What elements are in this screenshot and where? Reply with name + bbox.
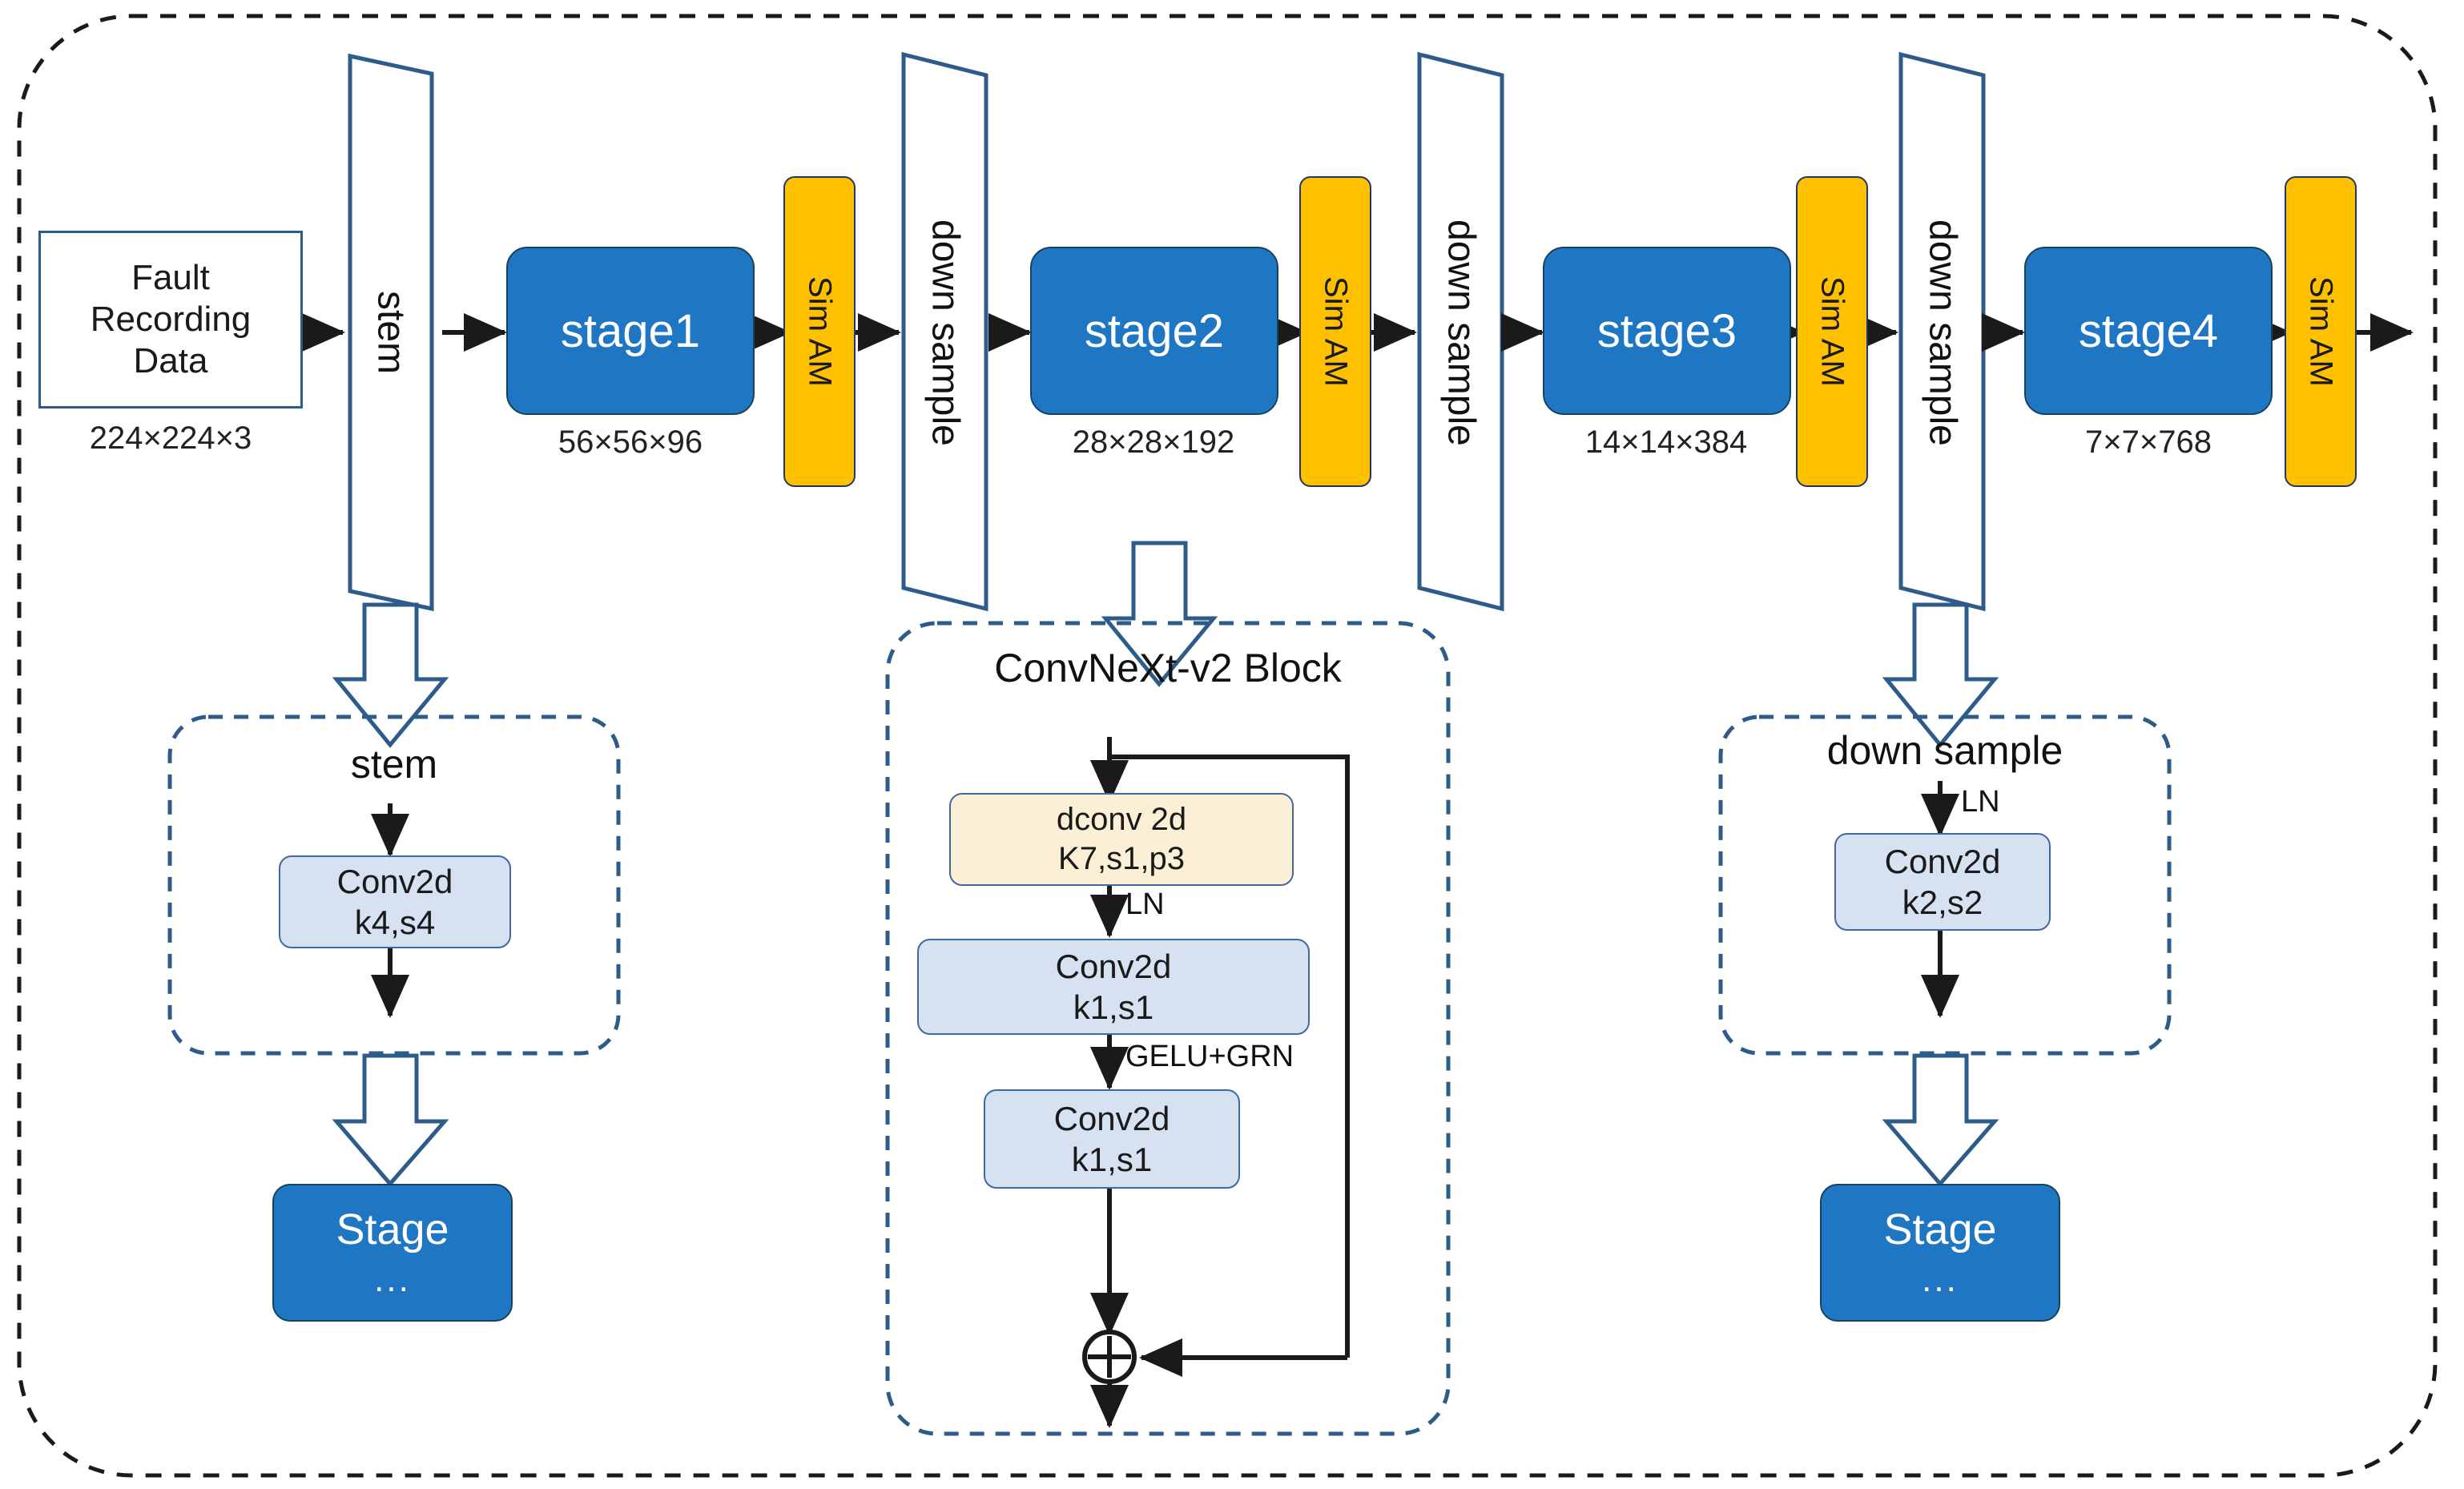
- simam-1-label: Sim AM: [802, 276, 838, 387]
- stem-output-stage-label: Stage: [336, 1205, 449, 1254]
- stem-conv2d-line-2: k4,s4: [354, 903, 436, 941]
- downsample-output-stage-label: Stage: [1883, 1205, 1997, 1254]
- stage1-dim-label: 56×56×96: [558, 425, 703, 460]
- simam-1-box: Sim AM: [783, 176, 856, 487]
- convnext-conv1-box: Conv2d k1,s1: [917, 939, 1310, 1035]
- downsample-conv2d-line-1: Conv2d: [1884, 842, 2001, 880]
- convnext-conv2-line-1: Conv2d: [1053, 1099, 1170, 1137]
- stage2-dim-label: 28×28×192: [1072, 425, 1235, 460]
- convnext-panel-title: ConvNeXt-v2 Block: [994, 646, 1342, 690]
- downsample-panel-title: down sample: [1826, 728, 2063, 773]
- cx-skip-path: [1109, 755, 1350, 1358]
- block-arrow-ds-to-stage: [1882, 1053, 1999, 1187]
- cx-add-node: [1082, 1330, 1137, 1384]
- stem-conv2d-line-1: Conv2d: [336, 862, 453, 900]
- stage1-box: stage1: [506, 247, 755, 415]
- convnext-dconv2d-line-1: dconv 2d: [1056, 802, 1187, 838]
- outer-dashed-frame: [17, 14, 2438, 1478]
- stem-label: stem: [369, 290, 413, 374]
- block-arrow-downsample: [1882, 602, 1999, 748]
- stem-output-stage-dots: ...: [374, 1260, 411, 1299]
- input-dim-label: 224×224×3: [89, 421, 252, 456]
- convnext-conv1-line-1: Conv2d: [1055, 947, 1172, 985]
- downsample-conv2d-box: Conv2d k2,s2: [1834, 833, 2051, 931]
- downsample-ln-label: LN: [1961, 785, 2000, 819]
- downsample-conv2d-line-2: k2,s2: [1902, 883, 1983, 921]
- simam-4-label: Sim AM: [2303, 276, 2339, 387]
- downsample-2-parallelogram: [1417, 51, 1504, 612]
- stage4-box: stage4: [2024, 247, 2273, 415]
- downsample-2-label: down sample: [1439, 219, 1483, 446]
- stem-panel-title: stem: [350, 742, 438, 787]
- downsample-output-stage-box: Stage ...: [1820, 1184, 2060, 1322]
- input-line-1: Fault: [131, 258, 210, 298]
- downsample-output-stage-dots: ...: [1922, 1260, 1959, 1299]
- downsample-panel-frame: [1718, 714, 2172, 1056]
- simam-3-label: Sim AM: [1814, 276, 1850, 387]
- downsample-1-label: down sample: [924, 219, 967, 446]
- stem-conv2d-box: Conv2d k4,s4: [279, 855, 511, 948]
- simam-2-box: Sim AM: [1299, 176, 1371, 487]
- stem-panel-frame: [167, 714, 621, 1056]
- convnext-panel-frame: [885, 621, 1451, 1436]
- simam-4-box: Sim AM: [2285, 176, 2357, 487]
- input-line-2: Recording: [90, 300, 252, 340]
- block-arrow-stem-to-stage: [332, 1053, 449, 1187]
- input-line-3: Data: [133, 340, 208, 380]
- convnext-conv2-box: Conv2d k1,s1: [984, 1089, 1240, 1189]
- downsample-3-label: down sample: [1921, 219, 1964, 446]
- stage2-box: stage2: [1030, 247, 1278, 415]
- convnext-dconv2d-line-2: K7,s1,p3: [1058, 841, 1185, 876]
- convnext-conv2-line-2: k1,s1: [1071, 1141, 1153, 1178]
- input-data-box: Fault Recording Data: [38, 231, 303, 408]
- convnext-ln-label: LN: [1125, 887, 1165, 921]
- stem-parallelogram: [348, 53, 434, 612]
- downsample-1-parallelogram: [901, 51, 988, 612]
- stage4-dim-label: 7×7×768: [2085, 425, 2212, 460]
- simam-3-box: Sim AM: [1796, 176, 1868, 487]
- convnext-conv1-line-2: k1,s1: [1073, 988, 1154, 1026]
- block-arrow-convnext: [1101, 541, 1218, 687]
- convnext-dconv2d-box: dconv 2d K7,s1,p3: [949, 793, 1294, 886]
- block-arrow-stem: [332, 602, 449, 748]
- stage3-dim-label: 14×14×384: [1584, 425, 1748, 460]
- stage3-box: stage3: [1543, 247, 1791, 415]
- convnext-activation-label: GELU+GRN: [1125, 1040, 1294, 1073]
- downsample-3-parallelogram: [1898, 51, 1986, 612]
- stem-output-stage-box: Stage ...: [272, 1184, 513, 1322]
- simam-2-label: Sim AM: [1318, 276, 1354, 387]
